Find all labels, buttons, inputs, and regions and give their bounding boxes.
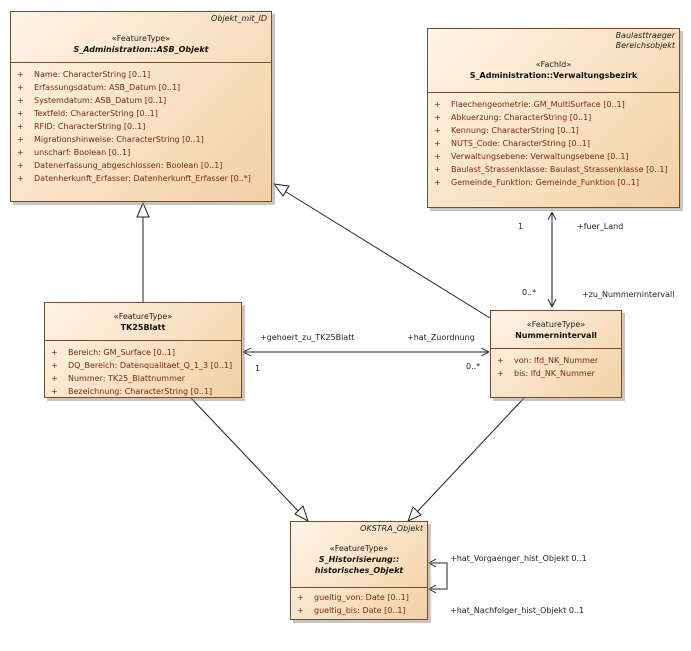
attribute[interactable]: +bis: lfd_NK_Nummer bbox=[497, 369, 595, 378]
class-asb-objekt[interactable]: Objekt_mit_ID «FeatureType» S_Administra… bbox=[10, 11, 272, 202]
class-stereotype: «FeatureType» bbox=[329, 544, 389, 553]
class-header: «FeatureType» Nummernintervall bbox=[491, 311, 621, 349]
attribute[interactable]: +gueltig_von: Date [0..1] bbox=[297, 593, 409, 602]
class-name: S_Administration::Verwaltungsbezirk bbox=[469, 71, 638, 80]
self-association bbox=[429, 562, 448, 590]
role-label-fuer-land: +fuer_Land bbox=[577, 222, 624, 231]
role-label-hat-vorgaenger: +hat_Vorgaenger_hist_Objekt 0..1 bbox=[450, 554, 587, 563]
attribute[interactable]: +Kennung: CharacterString [0..1] bbox=[434, 126, 579, 135]
attribute[interactable]: +RFID: CharacterString [0..1] bbox=[17, 122, 146, 131]
attribute[interactable]: +Migrationshinweise: CharacterString [0.… bbox=[17, 135, 204, 144]
attribute[interactable]: +Nummer: TK25_Blattnummer bbox=[51, 374, 186, 383]
class-name: TK25Blatt bbox=[120, 323, 166, 332]
class-tag: OKSTRA_Objekt bbox=[360, 524, 423, 533]
class-nummernintervall[interactable]: «FeatureType» Nummernintervall +von: lfd… bbox=[490, 310, 622, 398]
generalization-tk25-to-hist bbox=[190, 397, 301, 514]
class-header: «FeatureType» TK25Blatt bbox=[45, 303, 241, 341]
attribute[interactable]: +von: lfd_NK_Nummer bbox=[497, 356, 599, 365]
attribute-list: +Flaechengeometrie: GM_MultiSurface [0..… bbox=[428, 93, 679, 191]
attribute[interactable]: +Verwaltungsebene: Verwaltungsebene [0..… bbox=[434, 152, 629, 161]
class-name: S_Administration::ASB_Objekt bbox=[73, 45, 209, 54]
class-stereotype: «FeatureType» bbox=[526, 320, 586, 329]
generalization-nummernintervall-to-hist bbox=[415, 397, 525, 514]
multiplicity-label: 0..* bbox=[466, 362, 481, 371]
attribute[interactable]: +Bereich: GM_Surface [0..1] bbox=[51, 348, 176, 357]
attribute[interactable]: +Name: CharacterString [0..1] bbox=[17, 70, 151, 79]
generalization-nummernintervall-to-asb bbox=[282, 189, 491, 319]
attribute[interactable]: +Baulast_Strassenklasse: Baulast_Strasse… bbox=[434, 165, 668, 174]
attribute[interactable]: +DQ_Bereich: Datenqualitaet_Q_1_3 [0..1] bbox=[51, 361, 233, 370]
multiplicity-label: 1 bbox=[518, 222, 524, 231]
attribute[interactable]: +Gemeinde_Funktion: Gemeinde_Funktion [0… bbox=[434, 178, 640, 187]
class-header: Objekt_mit_ID «FeatureType» S_Administra… bbox=[11, 12, 271, 63]
class-stereotype: «FeatureType» bbox=[113, 312, 173, 321]
attribute[interactable]: +gueltig_bis: Date [0..1] bbox=[297, 606, 406, 615]
class-name: S_Historisierung::historisches_Objekt bbox=[314, 555, 404, 575]
class-stereotype: «FeatureType» bbox=[111, 34, 171, 43]
class-historisches-objekt[interactable]: OKSTRA_Objekt «FeatureType» S_Historisie… bbox=[290, 521, 428, 620]
class-name: Nummernintervall bbox=[515, 331, 597, 340]
class-header: OKSTRA_Objekt «FeatureType» S_Historisie… bbox=[291, 522, 427, 588]
attribute[interactable]: +Textfeld: CharacterString [0..1] bbox=[17, 109, 158, 118]
role-label-gehoert-zu-tk25blatt: +gehoert_zu_TK25Blatt bbox=[260, 333, 355, 342]
multiplicity-label: 0..* bbox=[522, 288, 537, 297]
class-stereotype: «FachId» bbox=[535, 60, 572, 69]
self-association-arrowhead bbox=[427, 558, 437, 568]
attribute[interactable]: +unscharf: Boolean [0..1] bbox=[17, 148, 131, 157]
generalization-arrowhead bbox=[272, 183, 290, 197]
attribute-list: +Bereich: GM_Surface [0..1] +DQ_Bereich:… bbox=[45, 341, 241, 400]
attribute[interactable]: +Datenherkunft_Erfasser: Datenherkunft_E… bbox=[17, 174, 251, 183]
multiplicity-label: 1 bbox=[255, 364, 261, 373]
generalization-arrowhead bbox=[407, 506, 422, 522]
generalization-arrowhead bbox=[294, 505, 309, 523]
role-label-hat-nachfolger: +hat_Nachfolger_hist_Objekt 0..1 bbox=[450, 606, 585, 615]
class-tag: Objekt_mit_ID bbox=[211, 14, 267, 23]
attribute[interactable]: +Bezeichnung: CharacterString [0..1] bbox=[51, 387, 213, 396]
attribute-list: +von: lfd_NK_Nummer +bis: lfd_NK_Nummer bbox=[491, 349, 621, 382]
attribute[interactable]: +Abkuerzung: CharacterString [0..1] bbox=[434, 113, 592, 122]
generalization-arrowhead bbox=[136, 201, 150, 218]
class-tk25blatt[interactable]: «FeatureType» TK25Blatt +Bereich: GM_Sur… bbox=[44, 302, 242, 398]
role-label-zu-nummernintervall: +zu_Nummernintervall bbox=[582, 290, 675, 299]
attribute-list: +gueltig_von: Date [0..1] +gueltig_bis: … bbox=[291, 588, 427, 619]
attribute[interactable]: +NUTS_Code: CharacterString [0..1] bbox=[434, 139, 590, 148]
attribute[interactable]: +Systemdatum: ASB_Datum [0..1] bbox=[17, 96, 167, 105]
attribute-list: +Name: CharacterString [0..1] +Erfassung… bbox=[11, 63, 271, 187]
role-label-hat-zuordnung: +hat_Zuordnung bbox=[407, 333, 475, 342]
attribute[interactable]: +Flaechengeometrie: GM_MultiSurface [0..… bbox=[434, 100, 625, 109]
attribute[interactable]: +Erfassungsdatum: ASB_Datum [0..1] bbox=[17, 83, 181, 92]
attribute[interactable]: +Datenerfassung_abgeschlossen: Boolean [… bbox=[17, 161, 223, 170]
self-association-arrowhead bbox=[427, 584, 437, 594]
